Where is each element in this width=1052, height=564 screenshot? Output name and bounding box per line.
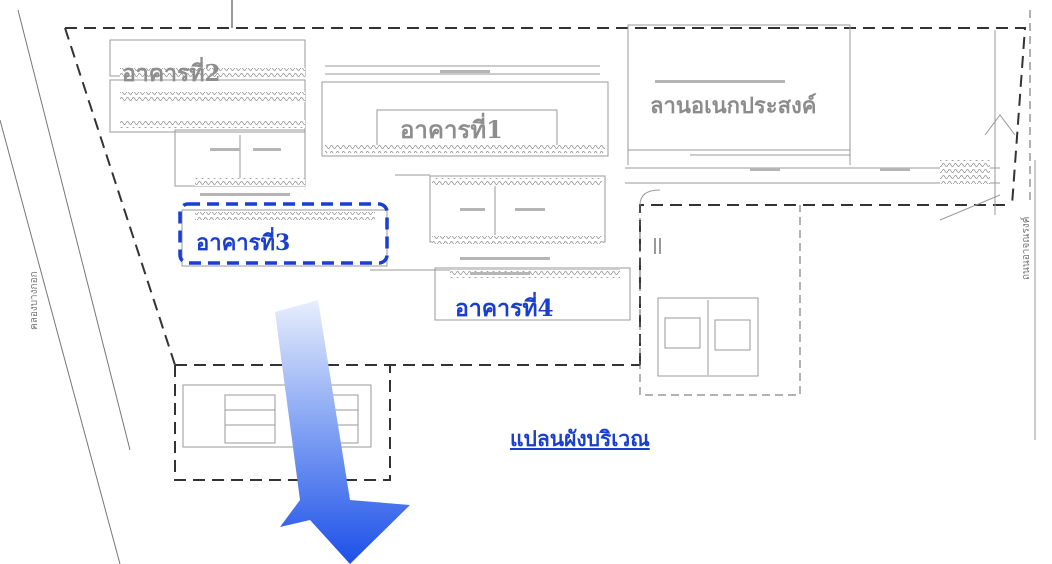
hatched-walkways [120,68,990,278]
building-3-highlight-frame [178,202,389,265]
building-3-label: อาคารที่3 [196,230,291,256]
building-2-label: อาคารที่2 [122,60,221,87]
road-label: ถนนอาจณรงค์ [1021,216,1032,280]
plan-title: แปลนผังบริเวณ [510,426,650,451]
building-4-label: อาคารที่4 [455,295,554,322]
building-1-label: อาคารที่1 [400,115,503,144]
road-dashed-lines [639,10,1031,396]
open-area-label: ลานอเนกประสงค์ [650,94,817,119]
down-arrow-icon [275,300,410,564]
small-annotations [200,70,910,275]
north-arrow-icon [231,0,661,254]
canal-label: คลองบางกอก [29,271,40,330]
canal-bank-lines [0,9,131,564]
